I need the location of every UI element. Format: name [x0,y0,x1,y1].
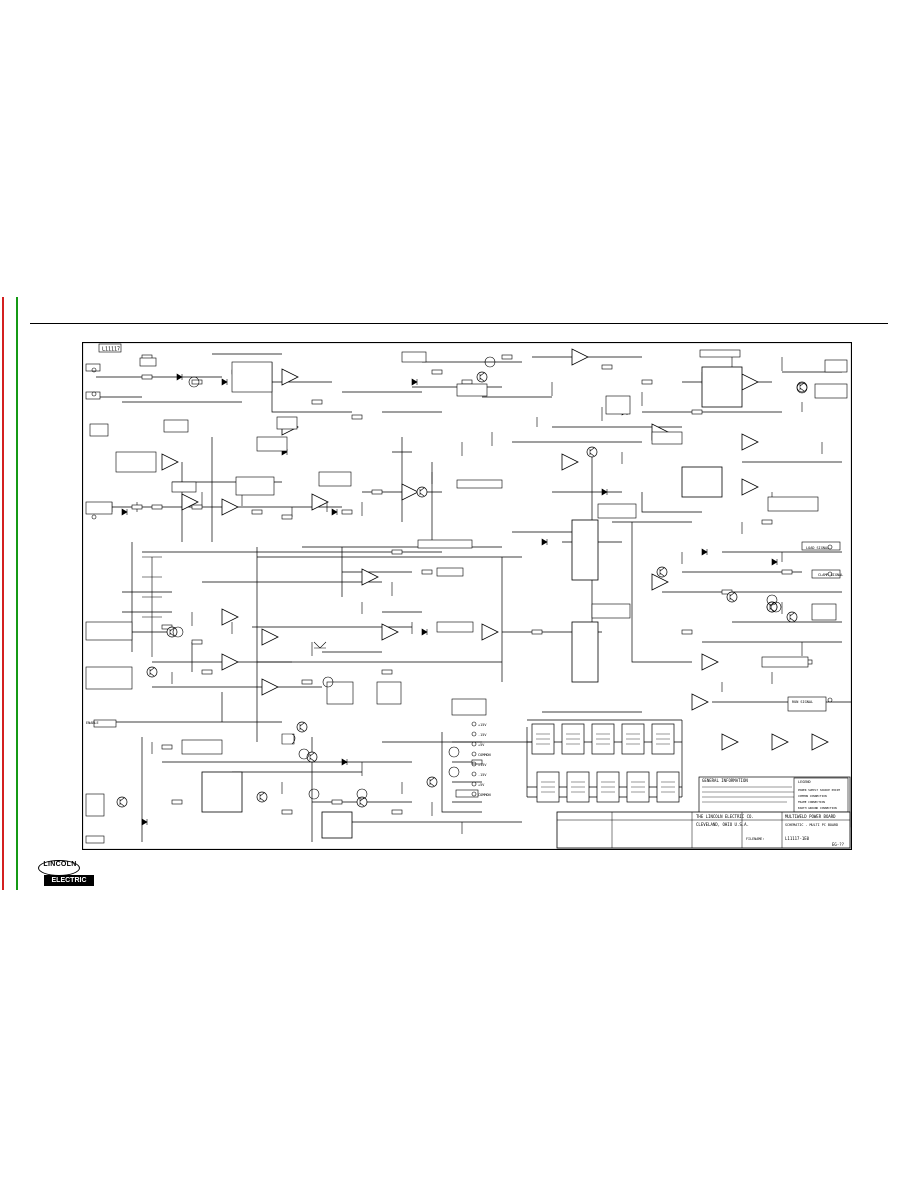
logo-bottom-text: ELECTRIC [44,875,94,886]
lincoln-electric-logo: LINCOLN ELECTRIC [38,860,94,890]
resistors [131,354,813,815]
filename-label: FILENAME: [746,837,764,841]
filename: L11117-1E0 [785,836,810,841]
net-label: -15V [478,773,487,777]
output-label: LOAD SIGNAL [806,546,829,550]
net-label: +5V [478,743,485,747]
schematic-diagram: L11117 [82,342,852,850]
output-label: CLAMP SIGNAL [818,573,843,577]
logo-top-text: LINCOLN [43,861,77,868]
left-margin-red-rule [2,297,4,890]
page-top-rule [30,323,888,324]
company-name: THE LINCOLN ELECTRIC CO. [696,814,754,819]
net-label: -15V [478,733,487,737]
misc-components [142,356,808,800]
ic-chips [201,366,743,839]
company-city: CLEVELAND, OHIO U.S.A. [696,822,749,827]
page-number: EG-?? [832,842,845,847]
title-block: THE LINCOLN ELECTRIC CO. CLEVELAND, OHIO… [556,811,851,849]
output-label: RUN SIGNAL [792,700,813,704]
op-amps [161,348,829,751]
left-margin-green-rule [16,297,18,890]
legend-heading: LEGEND [798,780,811,784]
machine-name: MULTIWELD POWER BOARD [785,814,836,819]
legend-item: POWER SUPPLY SOURCE POINT [798,788,840,792]
net-label: +15V [478,723,487,727]
net-label: +5V [478,783,485,787]
annotation-boxes [85,349,848,844]
port-markers [91,367,833,797]
net-label: COMMON [478,753,491,757]
vertical-drops [111,357,823,834]
frame-label: L11117 [102,347,120,353]
drawing-title: SCHEMATIC - MULTI PC BOARD [785,823,838,827]
net-label: COMMON [478,793,491,797]
net-label-group: +15V -15V +5V COMMON +15V -15V +5V COMMO… [86,546,843,797]
frame-label-box [98,343,122,353]
legend-item: FRAME CONNECTION [798,800,825,804]
wiring [96,353,852,842]
legend-item: EARTH GROUND CONNECTION [798,806,837,810]
output-label: ENABLE [86,721,99,725]
notes-heading: GENERAL INFORMATION [702,778,748,783]
net-label: +15V [478,763,487,767]
drawing-border [82,342,852,850]
legend-item: COMMON CONNECTION [798,794,827,798]
